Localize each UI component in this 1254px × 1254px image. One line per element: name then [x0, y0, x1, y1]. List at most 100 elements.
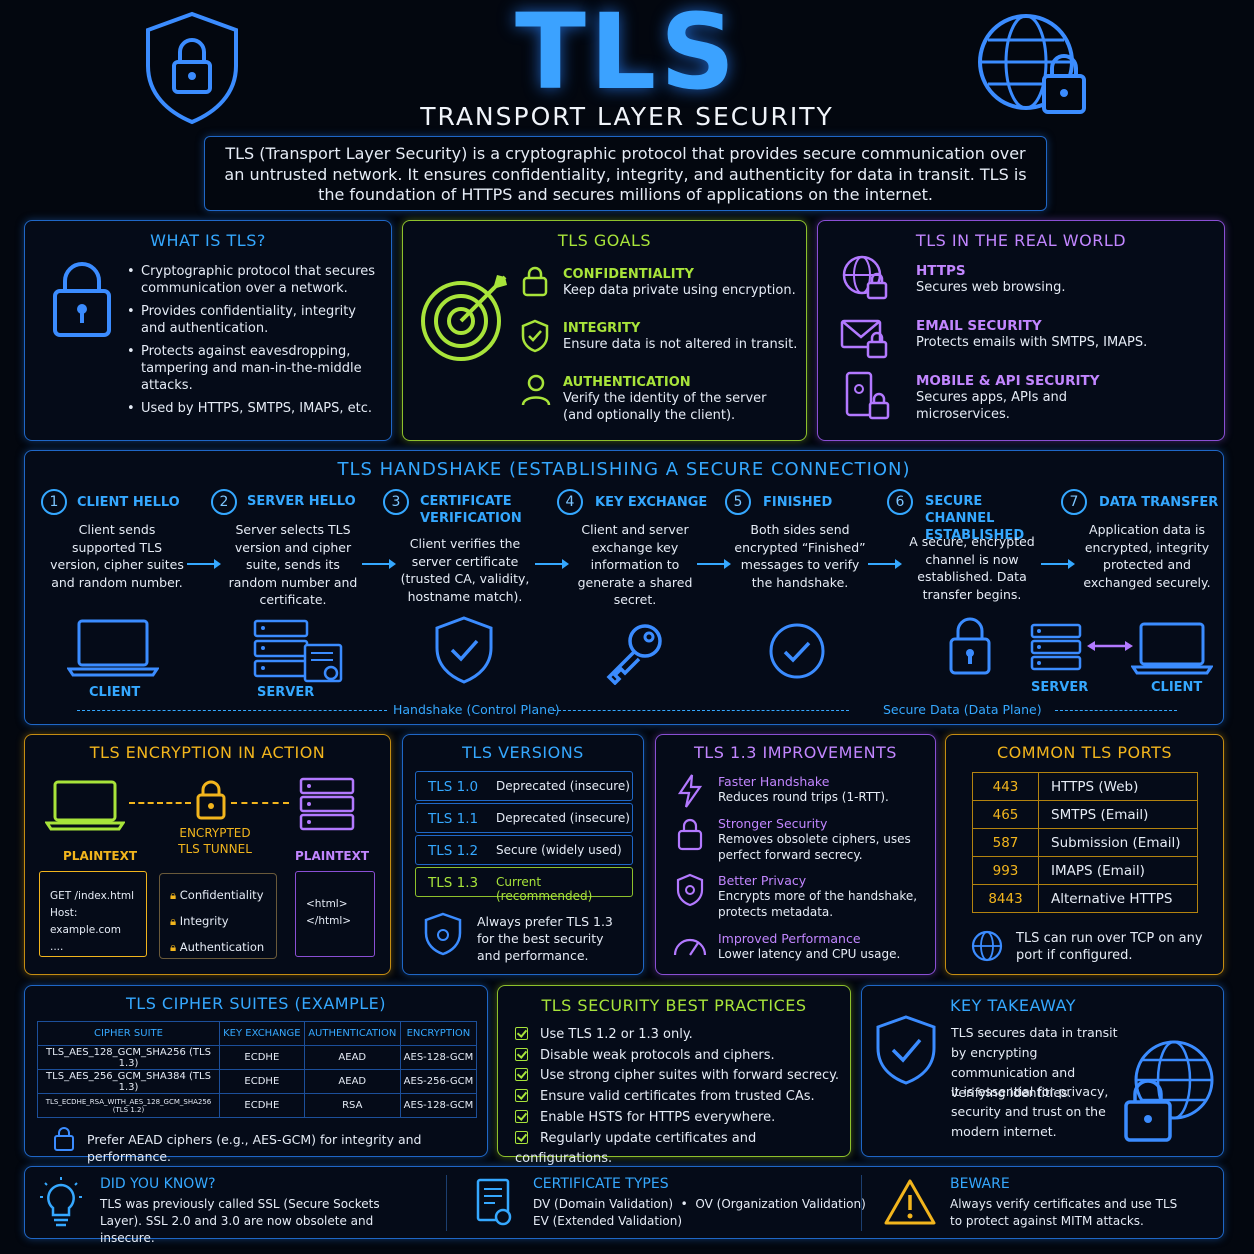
ports-note: TLS can run over TCP on any port if conf… — [1016, 931, 1203, 963]
data-plane-label: Secure Data (Data Plane) — [883, 702, 1042, 717]
globe-lock-icon — [978, 14, 1086, 114]
checkbox-icon — [515, 1047, 528, 1061]
encryption-title: TLS ENCRYPTION IN ACTION — [89, 743, 326, 762]
goal-desc: Verify the identity of the server (and o… — [563, 391, 767, 423]
what-item: Provides confidentiality, integrity and … — [127, 303, 377, 337]
encryption-panel: TLS ENCRYPTION IN ACTION ENCRYPTED TLS T… — [24, 734, 391, 975]
goal-desc: Ensure data is not altered in transit. — [563, 337, 798, 352]
checkbox-icon — [515, 1068, 528, 1082]
what-is-tls-panel: WHAT IS TLS? Cryptographic protocol that… — [24, 220, 392, 441]
goal-name: CONFIDENTIALITY — [563, 267, 694, 282]
lightning-icon — [677, 774, 703, 808]
laptop-icon — [1131, 622, 1213, 675]
table-row: TLS_ECDHE_RSA_WITH_AES_128_GCM_SHA256 (T… — [37, 1093, 478, 1118]
lock-icon — [522, 266, 548, 297]
what-is-tls-title: WHAT IS TLS? — [150, 231, 266, 250]
step-number: 6 — [887, 489, 913, 515]
lock-icon — [54, 1127, 74, 1151]
practice-item: Use strong cipher suites with forward se… — [515, 1066, 850, 1087]
step-number: 2 — [211, 489, 237, 515]
real-name: MOBILE & API SECURITY — [916, 373, 1100, 389]
improvement-desc: Removes obsolete ciphers, uses perfect f… — [718, 832, 911, 862]
handshake-panel: TLS HANDSHAKE (ESTABLISHING A SECURE CON… — [24, 450, 1224, 725]
step-desc: Both sides send encrypted “Finished” mes… — [734, 522, 866, 590]
step-desc: Application data is encrypted, integrity… — [1083, 522, 1211, 590]
property-item: 🔒︎ Confidentiality — [170, 888, 264, 902]
tunnel-line — [231, 802, 289, 804]
shield-icon — [676, 873, 704, 907]
step-desc: Client sends supported TLS version, ciph… — [50, 522, 184, 590]
flow-arrow — [697, 559, 731, 569]
takeaway-p2: It is essential for privacy, security an… — [951, 1084, 1109, 1139]
step-desc: Server selects TLS version and cipher su… — [228, 522, 358, 607]
doc-line: Host: example.com — [50, 907, 121, 936]
certificate-icon — [476, 1178, 512, 1226]
step-title: DATA TRANSFER — [1099, 495, 1219, 510]
laptop-icon — [45, 780, 125, 831]
shield-icon — [424, 912, 462, 956]
intro-box: TLS (Transport Layer Security) is a cryp… — [204, 136, 1047, 211]
padlock-icon — [53, 262, 111, 337]
property-item: 🔒︎ Authentication — [170, 940, 265, 954]
step-number: 4 — [557, 489, 583, 515]
flow-arrow — [362, 559, 396, 569]
takeaway-title: KEY TAKEAWAY — [950, 996, 1077, 1015]
divider — [861, 1175, 862, 1231]
lock-icon: 🔒︎ — [170, 888, 177, 902]
step-title: SERVER HELLO — [247, 494, 356, 509]
cert-line: EV (Extended Validation) — [533, 1214, 683, 1228]
beware-desc: Always verify certificates and use TLS t… — [950, 1197, 1178, 1228]
best-practices-panel: TLS SECURITY BEST PRACTICES Use TLS 1.2 … — [497, 985, 851, 1166]
flow-arrow — [868, 559, 902, 569]
real-world-title: TLS IN THE REAL WORLD — [915, 231, 1127, 250]
versions-title: TLS VERSIONS — [462, 743, 584, 762]
server-icon — [1030, 623, 1082, 671]
doc-line: <html> — [306, 898, 348, 910]
improvement-desc: Encrypts more of the handshake, protects… — [718, 889, 918, 919]
beware-title: BEWARE — [950, 1176, 1010, 1192]
divider — [446, 1175, 447, 1231]
best-practices-title: TLS SECURITY BEST PRACTICES — [541, 996, 807, 1015]
handshake-title: TLS HANDSHAKE (ESTABLISHING A SECURE CON… — [337, 459, 911, 480]
what-item: Cryptographic protocol that secures comm… — [127, 263, 377, 297]
flow-arrow — [1041, 559, 1075, 569]
know-title: DID YOU KNOW? — [100, 1176, 216, 1192]
control-plane-line — [553, 710, 849, 711]
cipher-panel: TLS CIPHER SUITES (EXAMPLE) CIPHER SUITE… — [24, 985, 488, 1164]
cipher-title: TLS CIPHER SUITES (EXAMPLE) — [126, 994, 386, 1013]
takeaway-p1: TLS secures data in transit by encryptin… — [951, 1025, 1118, 1100]
improvement-name: Improved Performance — [718, 931, 861, 946]
tunnel-line — [129, 802, 191, 804]
checkbox-icon — [515, 1089, 528, 1103]
globe-lock-icon — [1124, 1040, 1214, 1142]
mobile-lock-icon — [845, 371, 890, 420]
step-title: KEY EXCHANGE — [595, 495, 708, 510]
improvements-title: TLS 1.3 IMPROVEMENTS — [694, 743, 897, 762]
tunnel-label: ENCRYPTED TLS TUNNEL — [178, 826, 252, 856]
page-title: TLS — [514, 0, 740, 113]
ports-title: COMMON TLS PORTS — [996, 743, 1173, 762]
plaintext-label: PLAINTEXT — [295, 849, 370, 863]
real-world-panel: TLS IN THE REAL WORLD HTTPS Secures web … — [817, 220, 1225, 441]
what-item: Used by HTTPS, SMTPS, IMAPS, etc. — [127, 400, 377, 417]
step-number: 5 — [725, 489, 751, 515]
plaintext-document: <html> </html> — [295, 871, 375, 957]
versions-note: Always prefer TLS 1.3 for the best secur… — [477, 914, 613, 963]
email-lock-icon — [840, 319, 888, 359]
server-icon — [299, 777, 355, 831]
step-desc: A secure, encrypted channel is now estab… — [909, 534, 1035, 602]
goal-desc: Keep data private using encryption. — [563, 283, 796, 298]
target-icon — [421, 275, 507, 361]
improvement-desc: Lower latency and CPU usage. — [718, 947, 901, 961]
